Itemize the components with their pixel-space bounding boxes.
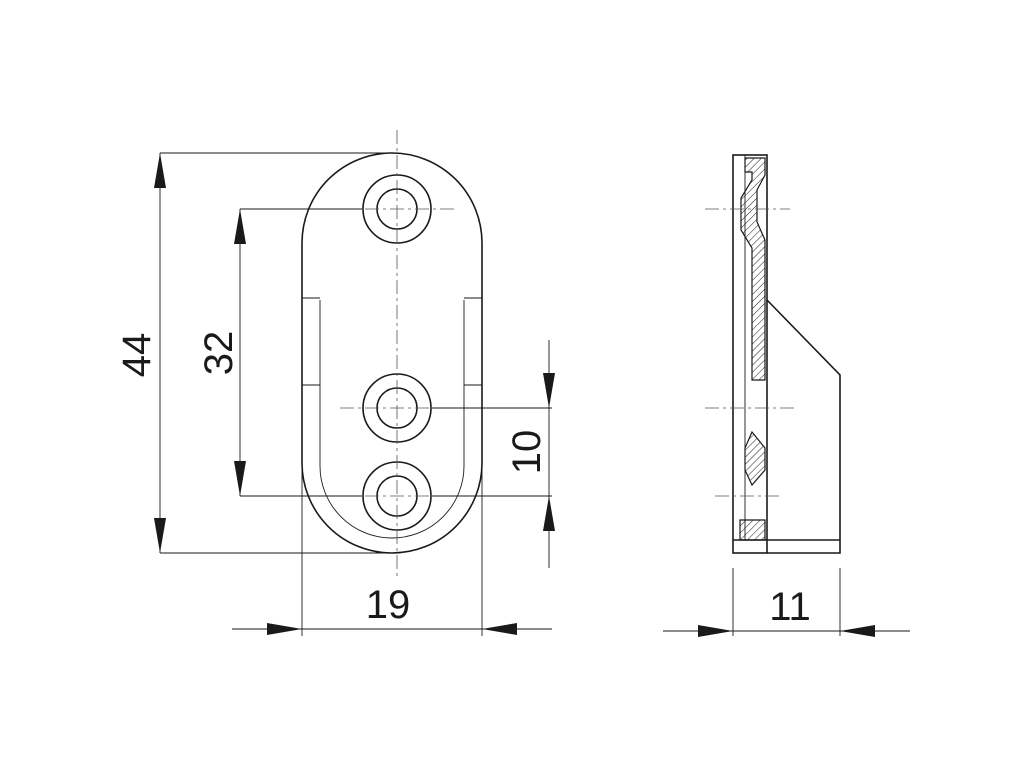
support-arm — [766, 299, 841, 554]
dimension-44-label: 44 — [115, 333, 159, 378]
section-hatch-upper — [740, 157, 766, 381]
inner-channel — [319, 300, 465, 539]
front-view: 44 32 10 19 — [115, 130, 555, 636]
dimension-10: 10 — [432, 340, 555, 568]
bracket-outline — [301, 152, 483, 554]
dimension-44: 44 — [115, 152, 395, 554]
dimension-19: 19 — [232, 468, 552, 636]
dimension-32: 32 — [197, 208, 362, 497]
side-view: 11 — [663, 154, 910, 637]
dimension-11: 11 — [663, 568, 910, 637]
dimension-32-label: 32 — [197, 331, 241, 376]
dimension-10-label: 10 — [505, 430, 549, 475]
section-hatch-bottom — [739, 519, 766, 541]
section-hatch-lower — [744, 430, 766, 487]
dimension-19-label: 19 — [366, 583, 411, 627]
dimension-11-label: 11 — [769, 585, 811, 629]
